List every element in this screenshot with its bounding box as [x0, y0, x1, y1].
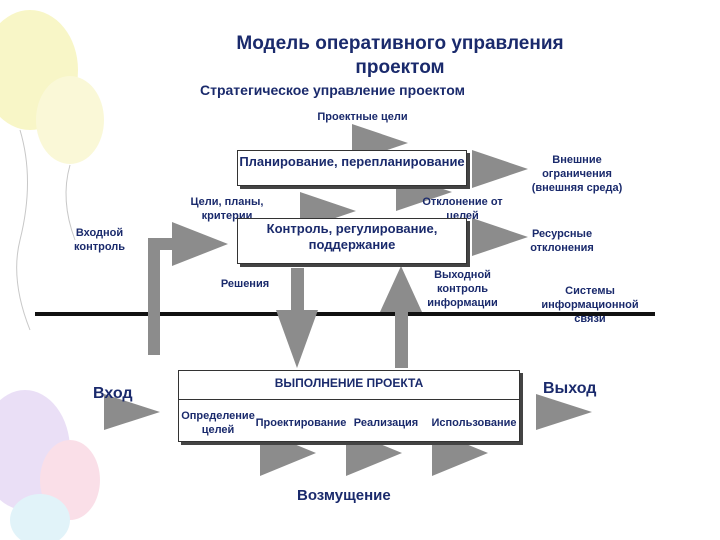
- step-design: Проектирование: [255, 417, 347, 429]
- arrow-input-control: [172, 222, 228, 266]
- arrow-resource: [472, 218, 528, 256]
- execution-box: ВЫПОЛНЕНИЕ ПРОЕКТА: [178, 370, 520, 442]
- step-usage: Использование: [431, 417, 517, 429]
- label-info-systems: Системы информационной связи: [541, 285, 639, 325]
- arrow-decisions-down: [276, 310, 318, 368]
- execution-title: ВЫПОЛНЕНИЕ ПРОЕКТА: [179, 371, 519, 400]
- arrow-external: [472, 150, 528, 188]
- control-box: Контроль, регулирование, поддержание: [237, 218, 467, 264]
- label-input: Вход: [93, 385, 133, 402]
- page-title: Модель оперативного управления проектом: [236, 33, 564, 78]
- label-resource-deviations: Ресурсные отклонения: [530, 228, 594, 254]
- arrow-output-up: [380, 266, 422, 312]
- planning-text: Планирование, перепланирование: [239, 154, 465, 169]
- label-external-constraints: Внешние ограничения (внешняя среда): [531, 154, 623, 194]
- step-implementation: Реализация: [353, 417, 419, 429]
- label-output: Выход: [543, 380, 597, 397]
- label-decisions: Решения: [220, 278, 270, 290]
- input-path: [148, 240, 160, 355]
- arrow-input: [104, 394, 160, 430]
- label-input-control: Входной контроль: [73, 227, 126, 253]
- label-deviation: Отклонение от целей: [422, 196, 503, 222]
- label-project-goals: Проектные цели: [317, 111, 408, 123]
- subtitle: Стратегическое управление проектом: [200, 82, 465, 98]
- balloon-decoration: [0, 10, 104, 540]
- planning-box: Планирование, перепланирование: [237, 150, 467, 186]
- step-define-goals: Определение целей: [181, 410, 255, 436]
- label-disturbance: Возмущение: [297, 487, 391, 504]
- arrow-output: [536, 394, 592, 430]
- control-text: Контроль, регулирование, поддержание: [266, 221, 438, 252]
- label-output-control: Выходной контроль информации: [427, 269, 498, 309]
